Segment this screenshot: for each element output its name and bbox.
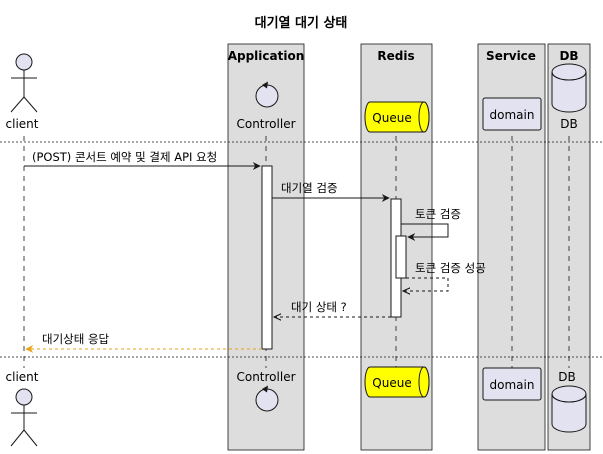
activation-controller [261,165,273,350]
control-icon-bottom [255,385,279,412]
database-icon-bottom [551,385,587,433]
database-icon [551,63,587,113]
box-title-application: Application [228,49,305,63]
participant-label-client-bottom: client [6,370,39,384]
participant-label-client: client [6,117,39,131]
message-2: 대기열 검증 [272,181,390,202]
message-label-5: 대기 상태 ? [291,300,347,314]
message-label-1: (POST) 콘서트 예약 및 결제 API 요청 [32,150,217,164]
participant-db-bottom: DB [551,370,587,433]
box-title-db: DB [559,49,578,63]
participant-client-bottom: client [6,370,39,447]
participant-controller-top: Controller [236,81,296,131]
participant-label-domain-bottom: domain [490,378,535,392]
participant-controller-bottom: Controller [236,370,296,412]
box-title-service: Service [486,49,536,63]
participant-queue-bottom: Queue [364,366,430,398]
participant-db-top: DB [551,63,587,131]
message-1: (POST) 콘서트 예약 및 결제 API 요청 [24,150,261,170]
queue-icon-bottom [364,366,430,398]
message-3: 토큰 검증 [401,207,461,241]
participant-domain-top: domain [482,97,542,131]
message-arrow-3 [401,223,449,241]
message-arrow-4 [403,277,449,291]
participant-queue-top: Queue [364,101,430,133]
participant-label-domain: domain [490,108,535,122]
participant-label-queue: Queue [372,111,411,125]
actor-icon [10,53,38,113]
box-application: Application [227,43,305,451]
message-5: 대기 상태 ? [274,300,391,317]
participant-client-top: client [6,53,39,131]
participant-label-controller: Controller [236,117,295,131]
participant-domain-bottom: domain [482,367,542,401]
box-title-redis: Redis [377,49,414,63]
message-6: 대기상태 응답 [25,332,262,353]
control-icon [255,81,279,108]
actor-icon-bottom [10,388,38,447]
participant-label-db: DB [560,117,577,131]
diagram-title: 대기열 대기 상태 [255,15,348,31]
message-label-6: 대기상태 응답 [42,332,110,346]
message-label-4: 토큰 검증 성공 [415,261,486,275]
activation-queue-nested [395,235,407,279]
message-4: 토큰 검증 성공 [403,261,486,291]
participant-label-controller-bottom: Controller [236,370,295,384]
participant-label-queue-bottom: Queue [372,376,411,390]
message-label-3: 토큰 검증 [415,207,461,221]
message-label-2: 대기열 검증 [281,181,338,195]
queue-icon [364,101,430,133]
participant-label-db-bottom: DB [558,370,575,384]
